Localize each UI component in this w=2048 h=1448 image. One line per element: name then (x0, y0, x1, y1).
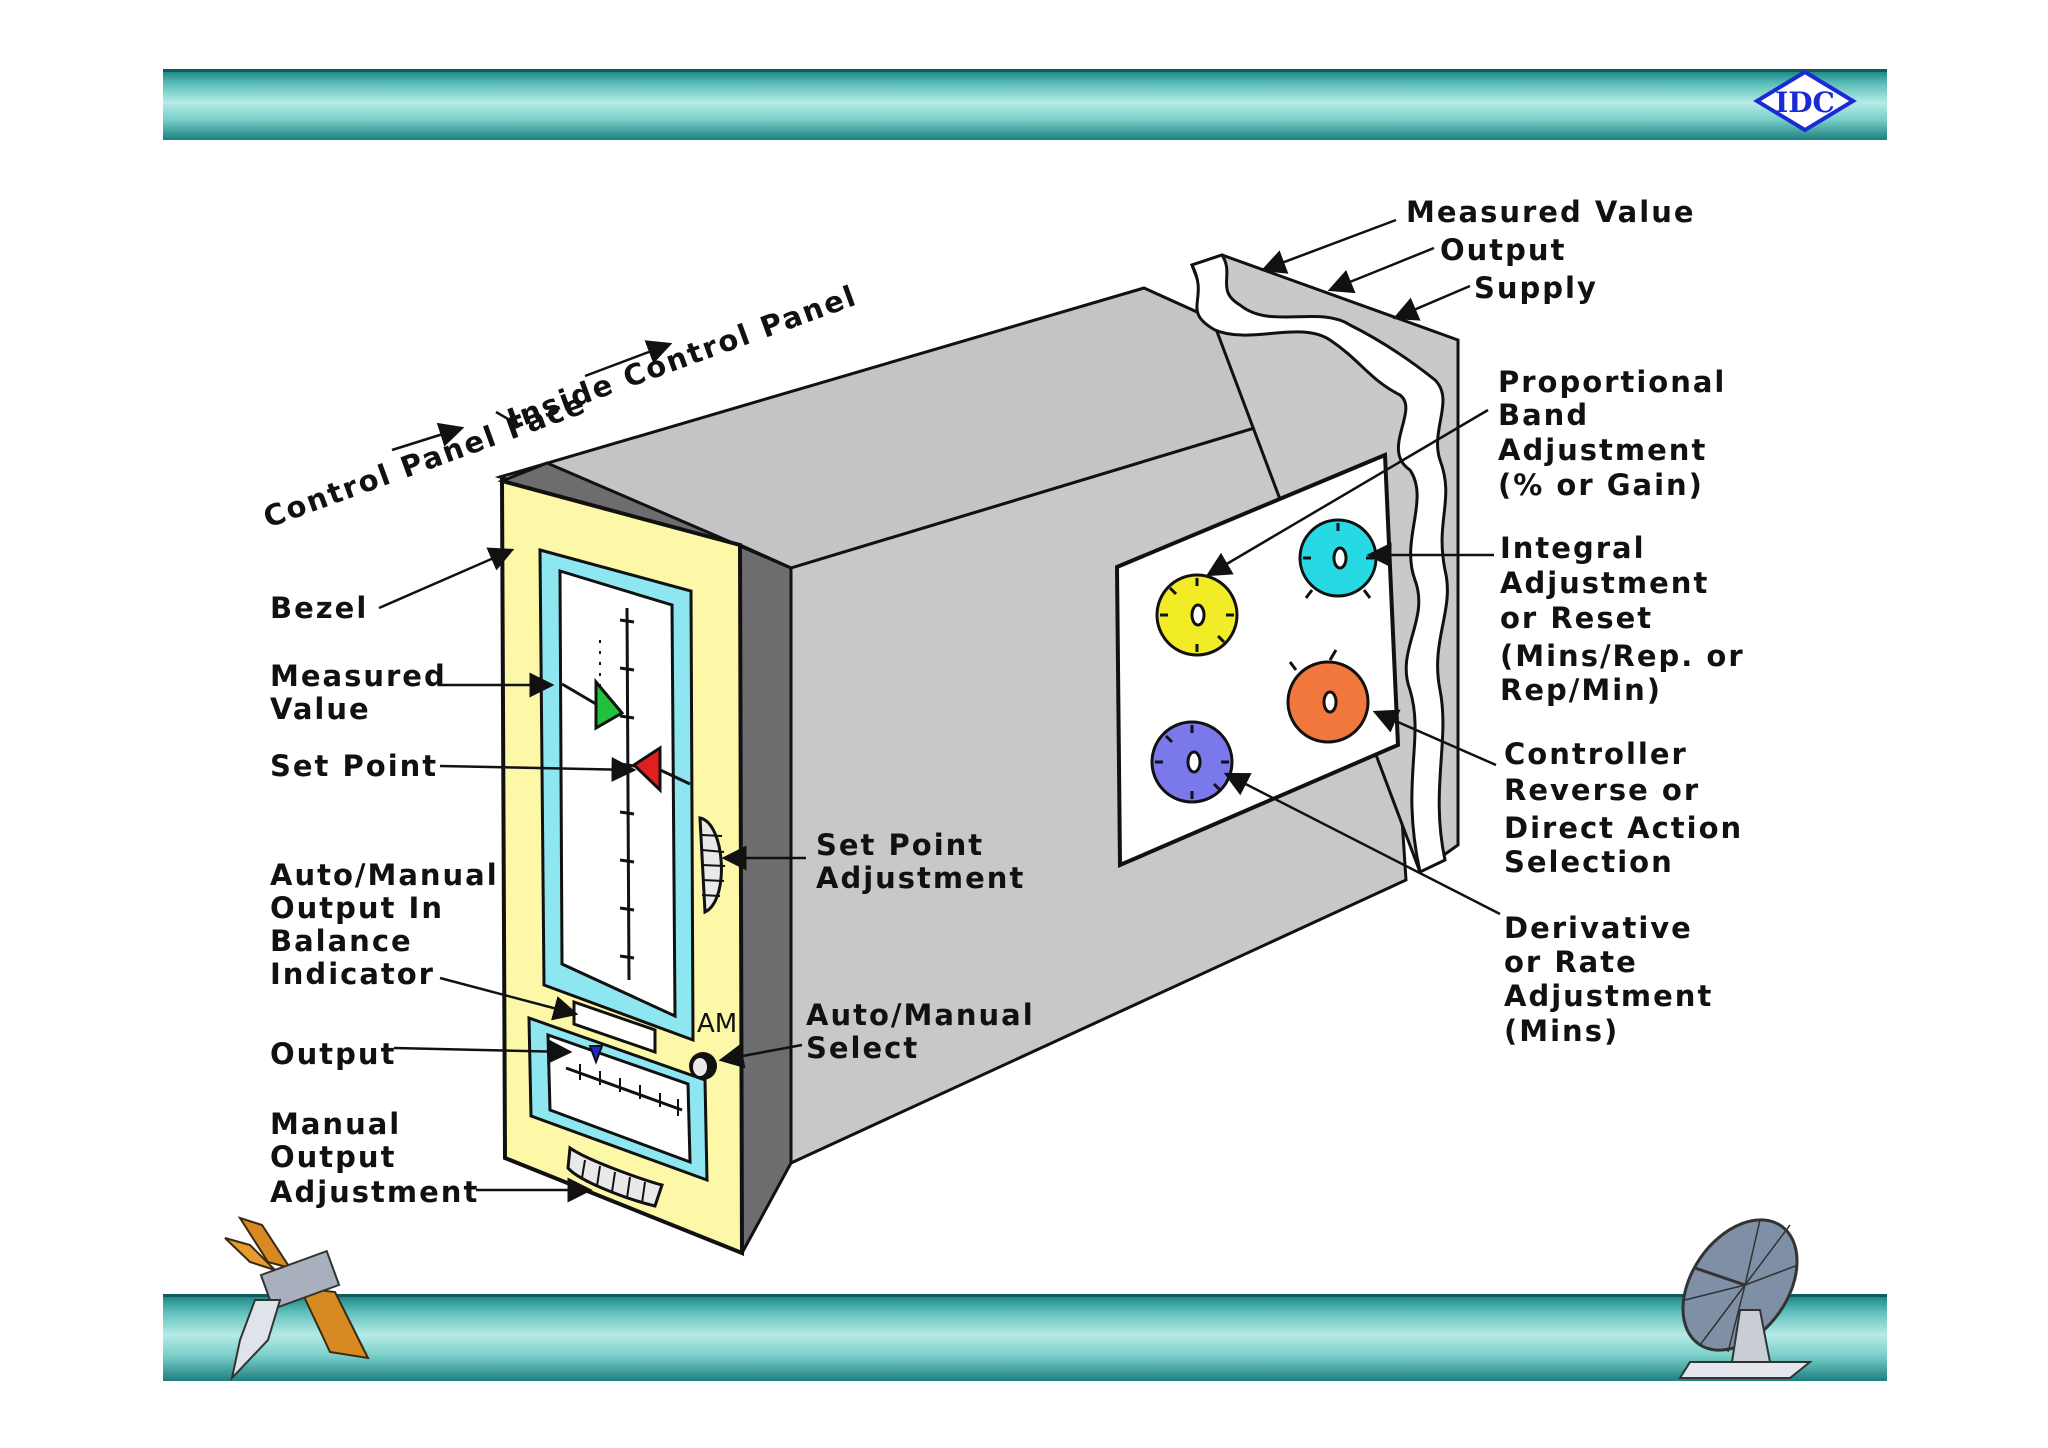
derivative-rate-knob[interactable] (1150, 720, 1234, 804)
idc-logo-text: IDC (1775, 86, 1835, 119)
front-bezel: AM (499, 478, 745, 1256)
switch-letters: AM (697, 1009, 737, 1039)
integral-reset-label: Integral Adjustment or Reset (Mins/Rep. … (1500, 531, 1757, 707)
rear-supply-label: Supply (1474, 271, 1598, 305)
bezel-label: Bezel (270, 591, 368, 625)
auto-manual-select-label: Auto/Manual Select (806, 998, 1047, 1065)
measured-value-pointer (594, 677, 625, 731)
top-header-band (163, 69, 1887, 140)
proportional-band-knob[interactable] (1155, 573, 1239, 657)
idc-logo-icon: IDC (1753, 69, 1857, 133)
measured-value-label: Measured Value (270, 659, 459, 726)
set-point-adjustment-label: Set Point Adjustment (816, 828, 1025, 895)
output-label: Output (270, 1037, 396, 1071)
bottom-footer-band (163, 1294, 1887, 1381)
output-meter (546, 1032, 692, 1165)
satellite-dish-icon (1678, 1218, 1813, 1379)
proportional-band-label: Proportional Band Adjustment (% or Gain) (1498, 365, 1738, 502)
integral-reset-knob[interactable] (1298, 518, 1378, 599)
manual-output-adjustment-label: Manual Output Adjustment (270, 1107, 479, 1209)
set-point-adjustment-wheel[interactable] (698, 816, 726, 915)
controller-action-label: Controller Reverse or Direct Action Sele… (1504, 737, 1755, 879)
satellite-icon (224, 1216, 370, 1382)
rear-output-label: Output (1440, 233, 1566, 267)
auto-manual-select-switch[interactable] (689, 1052, 717, 1080)
controller-action-knob[interactable] (1286, 649, 1370, 744)
auto-manual-indicator-label: Auto/Manual Output In Balance Indicator (270, 858, 511, 991)
derivative-rate-label: Derivative or Rate Adjustment (Mins) (1504, 911, 1725, 1048)
rear-measured-value-label: Measured Value (1406, 195, 1696, 229)
set-point-pointer (631, 745, 662, 794)
set-point-label: Set Point (270, 749, 438, 783)
